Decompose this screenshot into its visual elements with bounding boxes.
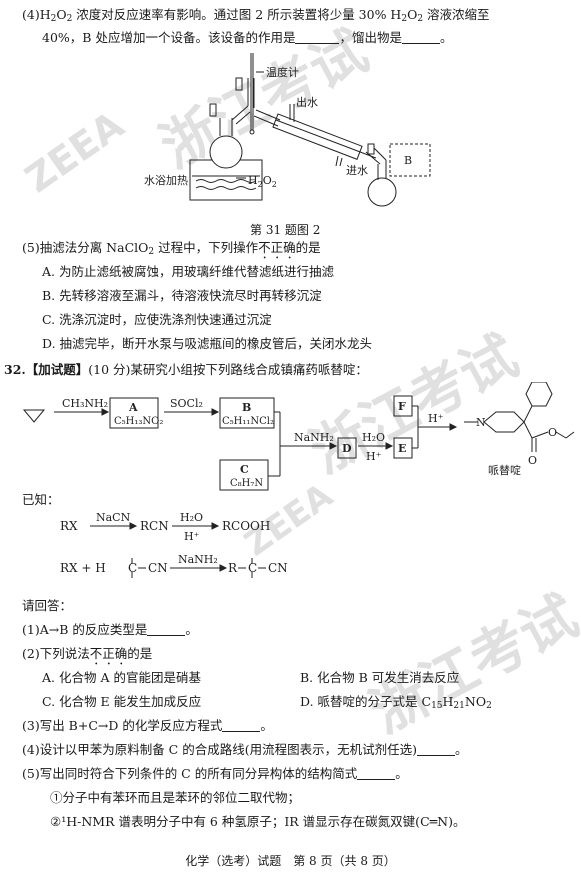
q32-sub2: (2)下列说法不正确的是 — [22, 646, 153, 661]
known2-cn2: CN — [268, 561, 288, 575]
known2-nanh2: NaNH₂ — [178, 553, 218, 566]
known1-h2o: H₂O — [180, 511, 203, 524]
distillation-apparatus-figure: 温度计 出水 进水 水浴加热 H2O2 B — [144, 53, 431, 207]
answer-blank[interactable] — [222, 720, 261, 732]
compound-a-formula: C₅H₁₃NO₂ — [114, 416, 163, 427]
water-out-label: 出水 — [296, 95, 318, 109]
answer-blank[interactable] — [295, 32, 340, 44]
q5-option-a: A. 为防止滤纸被腐蚀，用玻璃纤维代替滤纸进行抽滤 — [42, 264, 334, 279]
reagent-ch3nh2: CH₃NH₂ — [62, 397, 108, 410]
compound-f-label: F — [398, 400, 406, 413]
ester-o: O — [548, 426, 557, 439]
q5-option-c: C. 洗涤沉淀时，应使洗涤剂快速通过沉淀 — [42, 312, 272, 327]
ester-o: O — [528, 454, 537, 467]
watermark-text: 浙江考试 — [360, 583, 581, 747]
b-box-label: B — [404, 154, 412, 167]
reagent-socl2: SOCl₂ — [170, 397, 203, 410]
q32-sub2-option-b: B. 化合物 B 可发生消去反应 — [300, 670, 460, 685]
known2-cn1: CN — [148, 561, 168, 575]
page-footer: 化学（选考）试题 第 8 页（共 8 页） — [185, 854, 396, 868]
reagent-h-plus-final: H⁺ — [428, 412, 444, 425]
q32-sub5-condition2: ②¹H-NMR 谱表明分子中有 6 种氢原子；IR 谱显示存在碳氮双键(C═N)… — [50, 814, 466, 829]
known1-rx: RX — [60, 519, 78, 533]
product-name: 哌替啶 — [488, 463, 521, 477]
q32-sub2-option-a: A. 化合物 A 的官能团是硝基 — [42, 670, 201, 685]
answer-blank[interactable] — [357, 768, 396, 780]
compound-b-formula: C₅H₁₁NCl₂ — [222, 416, 274, 427]
known1-nacn: NaCN — [96, 511, 131, 524]
reagent-h2o: H₂O — [362, 431, 385, 444]
compound-b-label: B — [242, 401, 251, 414]
q5-stem: (5)抽滤法分离 NaClO2 过程中，下列操作不正确的是 — [22, 240, 321, 257]
q4-line1: (4)H2O2 浓度对反应速率有影响。通过图 2 所示装置将少量 30% H2O… — [22, 7, 490, 24]
known1-rcooh: RCOOH — [222, 519, 270, 533]
compound-d-label: D — [342, 442, 352, 455]
known2-left: RX + H — [60, 561, 106, 575]
answer-blank[interactable] — [147, 624, 186, 636]
compound-c-formula: C₈H₇N — [230, 478, 263, 489]
reagent-nanh2: NaNH₂ — [294, 431, 334, 444]
known-reactions: RX NaCN RCN H₂O H⁺ RCOOH RX + H C CN NaN… — [60, 511, 288, 578]
known2-c1: C — [128, 561, 137, 575]
synthesis-scheme: CH₃NH₂ A C₅H₁₃NO₂ SOCl₂ B C₅H₁₁NCl₂ C C₈… — [22, 382, 575, 491]
q32-sub5: (5)写出同时符合下列条件的 C 的所有同分异构体的结构简式。 — [22, 766, 408, 781]
water-bath-label: 水浴加热 — [144, 174, 188, 187]
q4-line2: 40%，B 处应增加一个设备。该设备的作用是，馏出物是。 — [42, 30, 453, 45]
known-label: 已知： — [22, 492, 60, 507]
q32-sub3: (3)写出 B+C→D 的化学反应方程式。 — [22, 718, 273, 733]
reagent-h-plus: H⁺ — [366, 450, 382, 463]
compound-c-label: C — [240, 463, 249, 476]
known1-h-plus: H⁺ — [184, 530, 200, 543]
compound-e-label: E — [398, 442, 406, 455]
piperidine-n: N — [476, 416, 486, 429]
answer-blank[interactable] — [416, 744, 455, 756]
known1-rcn: RCN — [140, 519, 169, 533]
known2-c2: C — [248, 561, 257, 575]
h2o2-label: H2O2 — [248, 174, 277, 189]
q5-option-d: D. 抽滤完毕，断开水泵与吸滤瓶间的橡皮管后，关闭水龙头 — [42, 336, 373, 351]
watermark-logo-text: ZEEA — [17, 102, 132, 202]
q32-sub1: (1)A→B 的反应类型是。 — [22, 622, 198, 637]
q32-sub2-option-c: C. 化合物 E 能发生加成反应 — [42, 694, 202, 709]
water-in-label: 进水 — [346, 164, 368, 177]
q5-option-b: B. 先转移溶液至漏斗，待溶液快流尽时再转移沉淀 — [42, 288, 322, 303]
q32-sub4: (4)设计以甲苯为原料制备 C 的合成路线(用流程图表示，无机试剂任选)。 — [22, 742, 468, 757]
figure-caption: 第 31 题图 2 — [250, 223, 321, 237]
q32-sub2-option-d: D. 哌替啶的分子式是 C15H21NO2 — [300, 694, 492, 711]
q32-heading: 32.【加试题】(10 分)某研究小组按下列路线合成镇痛药哌替啶： — [4, 362, 368, 377]
known2-r: R — [228, 561, 238, 575]
answer-blank[interactable] — [401, 32, 440, 44]
answer-label: 请回答： — [22, 598, 73, 613]
compound-a-label: A — [128, 401, 138, 414]
thermometer-label: 温度计 — [266, 65, 299, 79]
q32-sub5-condition1: ①分子中有苯环而且是苯环的邻位二取代物； — [50, 790, 301, 805]
